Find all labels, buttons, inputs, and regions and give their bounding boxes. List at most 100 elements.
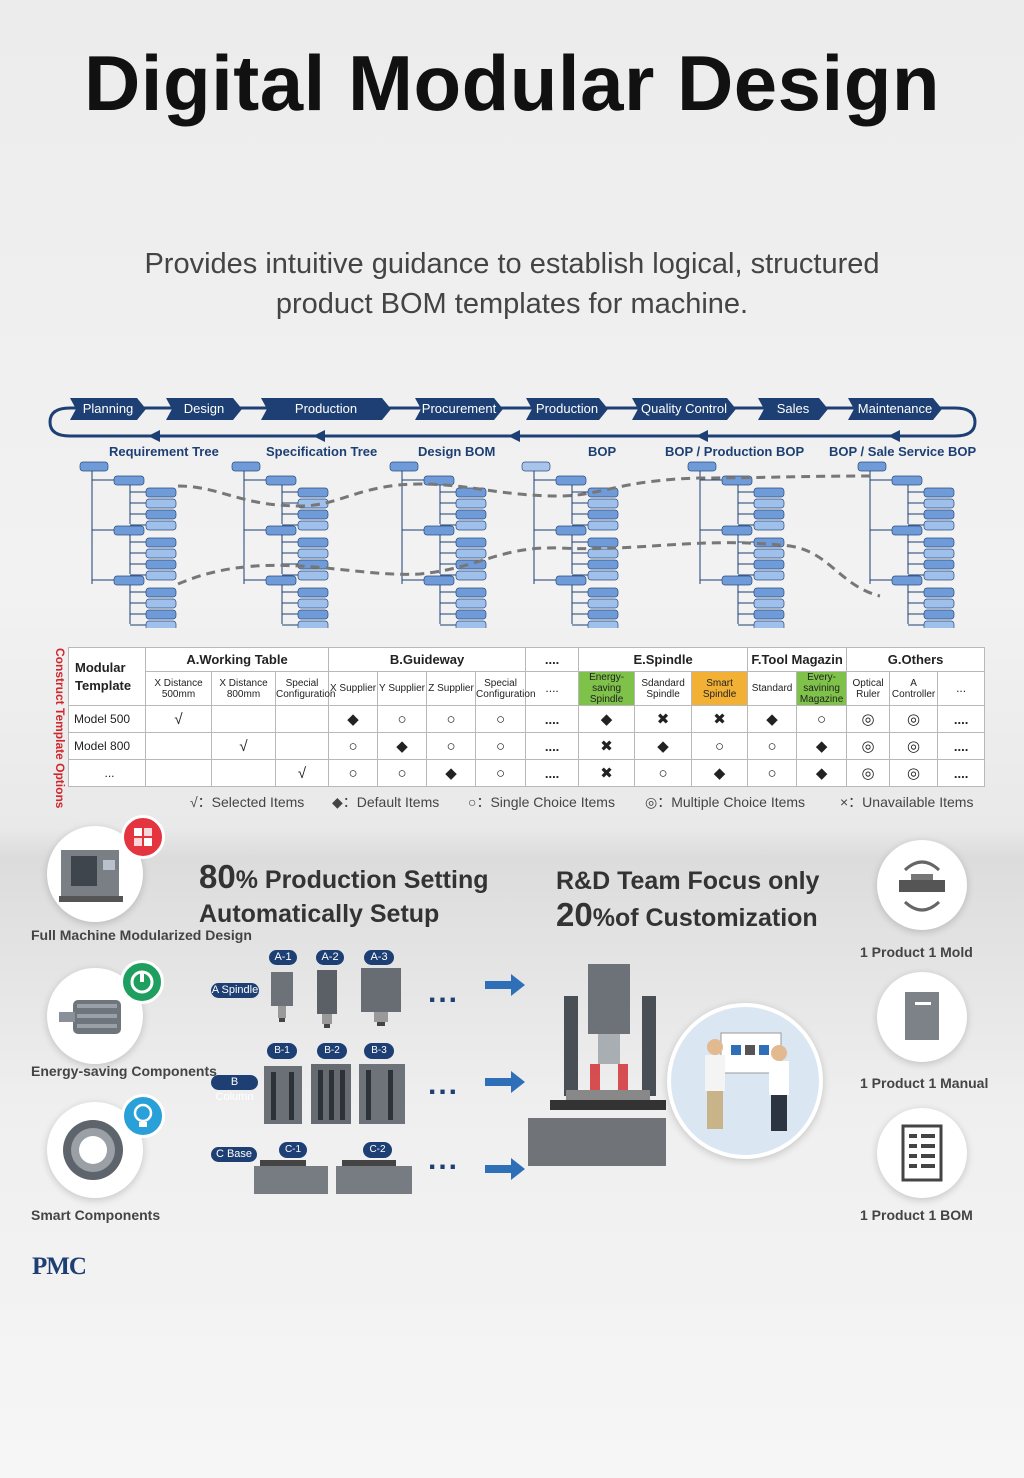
- tree-node: [923, 509, 955, 520]
- column-modules-icon: [264, 1064, 405, 1124]
- tree-label-specification: Specification Tree: [266, 444, 378, 459]
- headline-20-line1: R&D Team Focus only: [556, 867, 820, 895]
- process-step-production: Production: [526, 398, 608, 420]
- headline-80: 80% Production Setting Automatically Set…: [199, 860, 489, 931]
- legend-single: ○：Single Choice Items: [468, 794, 615, 810]
- tree-node: [587, 587, 619, 598]
- module-b1-tag: B-1: [267, 1043, 297, 1059]
- table-cell: ○: [377, 759, 428, 787]
- table-cell: ◎: [889, 732, 939, 760]
- table-cell: [145, 759, 212, 787]
- bom-trees-diagram: [79, 461, 955, 628]
- table-cell: ○: [691, 732, 749, 760]
- tree-node: [753, 487, 785, 498]
- right-label-bom: 1 Product 1 BOM: [860, 1207, 973, 1223]
- table-cell: ○: [475, 759, 527, 787]
- tree-node: [297, 570, 329, 581]
- tree-node: [265, 525, 297, 536]
- tree-node: [587, 520, 619, 531]
- column-more: ...: [428, 1068, 460, 1101]
- table-cell: √: [211, 732, 276, 760]
- group-tool-magazine: F.Tool Magazin: [747, 647, 848, 672]
- table-cell: ○: [328, 732, 379, 760]
- tree-node: [145, 609, 177, 620]
- process-step-design: Design: [166, 398, 242, 420]
- tree-node: [587, 559, 619, 570]
- headline-80-percent: %: [235, 866, 258, 894]
- arrow-right-icon: [485, 1158, 525, 1180]
- table-cell: ◎: [846, 759, 891, 787]
- table-cell: ◆: [691, 759, 749, 787]
- assembled-machine-icon: [528, 964, 666, 1166]
- tree-label-bop: BOP: [588, 444, 617, 459]
- tree-node: [145, 509, 177, 520]
- module-label-spindle: A Spindle: [211, 983, 259, 998]
- tree-node: [753, 520, 785, 531]
- tree-node: [587, 537, 619, 548]
- headline-80-line1: Production Setting: [257, 866, 489, 894]
- row-label: ...: [68, 759, 146, 787]
- tree-node: [297, 487, 329, 498]
- legend-selected: √：Selected Items: [190, 794, 305, 810]
- module-a3-tag: A-3: [364, 950, 394, 965]
- table-cell: ◆: [796, 732, 848, 760]
- table-cell: √: [145, 705, 212, 733]
- tree-node: [145, 498, 177, 509]
- subheader-12: Every-savining Magazine: [796, 671, 848, 706]
- tree-node: [753, 609, 785, 620]
- group-guideway: B.Guideway: [328, 647, 527, 672]
- tree-node: [923, 520, 955, 531]
- module-b2-tag: B-2: [317, 1043, 347, 1059]
- tree-node: [555, 575, 587, 586]
- module-c2-tag: C-2: [363, 1142, 392, 1158]
- module-b3-tag: B-3: [364, 1043, 394, 1059]
- table-cell: ✖: [578, 732, 636, 760]
- tree-node: [923, 487, 955, 498]
- tree-node: [923, 620, 955, 628]
- module-label-base: C Base: [211, 1147, 257, 1162]
- tree-node: [265, 575, 297, 586]
- tree-node: [587, 509, 619, 520]
- module-a1-tag: A-1: [269, 950, 297, 965]
- template-options-table: Modular Template A.Working Table B.Guide…: [68, 647, 986, 787]
- tree-node: [113, 475, 145, 486]
- table-cell: ....: [525, 732, 580, 760]
- right-label-mold: 1 Product 1 Mold: [860, 944, 973, 960]
- tree-node: [455, 498, 487, 509]
- table-cell: ....: [525, 759, 580, 787]
- spindle-more: ...: [428, 976, 460, 1009]
- table-row: Model 800√○◆○○....✖◆○○◆◎◎....: [68, 732, 986, 760]
- legend-multiple: ◎：Multiple Choice Items: [645, 794, 806, 810]
- table-cell: [274, 732, 330, 760]
- headline-20-number: 20: [556, 896, 593, 933]
- process-step-quality-control: Quality Control: [632, 398, 736, 420]
- headline-80-number: 80: [199, 858, 236, 895]
- tree-node: [753, 587, 785, 598]
- tree-node: [455, 609, 487, 620]
- tree-node: [923, 498, 955, 509]
- feature-label-energy: Energy-saving Components: [31, 1063, 217, 1079]
- tree-node: [857, 461, 887, 472]
- tree-node: [455, 587, 487, 598]
- tree-node: [587, 570, 619, 581]
- subheader-3: X Supplier: [328, 671, 379, 706]
- group-spindle: E.Spindle: [578, 647, 749, 672]
- tree-node: [555, 525, 587, 536]
- tree-node: [923, 537, 955, 548]
- row-label: Model 800: [68, 732, 146, 760]
- tree-node: [455, 620, 487, 628]
- table-cell: ◎: [889, 759, 939, 787]
- table-cell: ◆: [634, 732, 693, 760]
- tree-node: [687, 461, 717, 472]
- manual-book-icon: [877, 972, 967, 1062]
- process-step-sales: Sales: [758, 398, 828, 420]
- tree-label-design-bom: Design BOM: [418, 444, 496, 459]
- tree-connector: [177, 541, 881, 598]
- bom-list-icon: [877, 1108, 967, 1198]
- tree-node: [753, 498, 785, 509]
- headline-20-rest: %of Customization: [592, 904, 818, 932]
- table-cell: ◆: [578, 705, 636, 733]
- tree-node: [753, 598, 785, 609]
- subheader-10: Smart Spindle: [691, 671, 749, 706]
- tree-node: [231, 461, 261, 472]
